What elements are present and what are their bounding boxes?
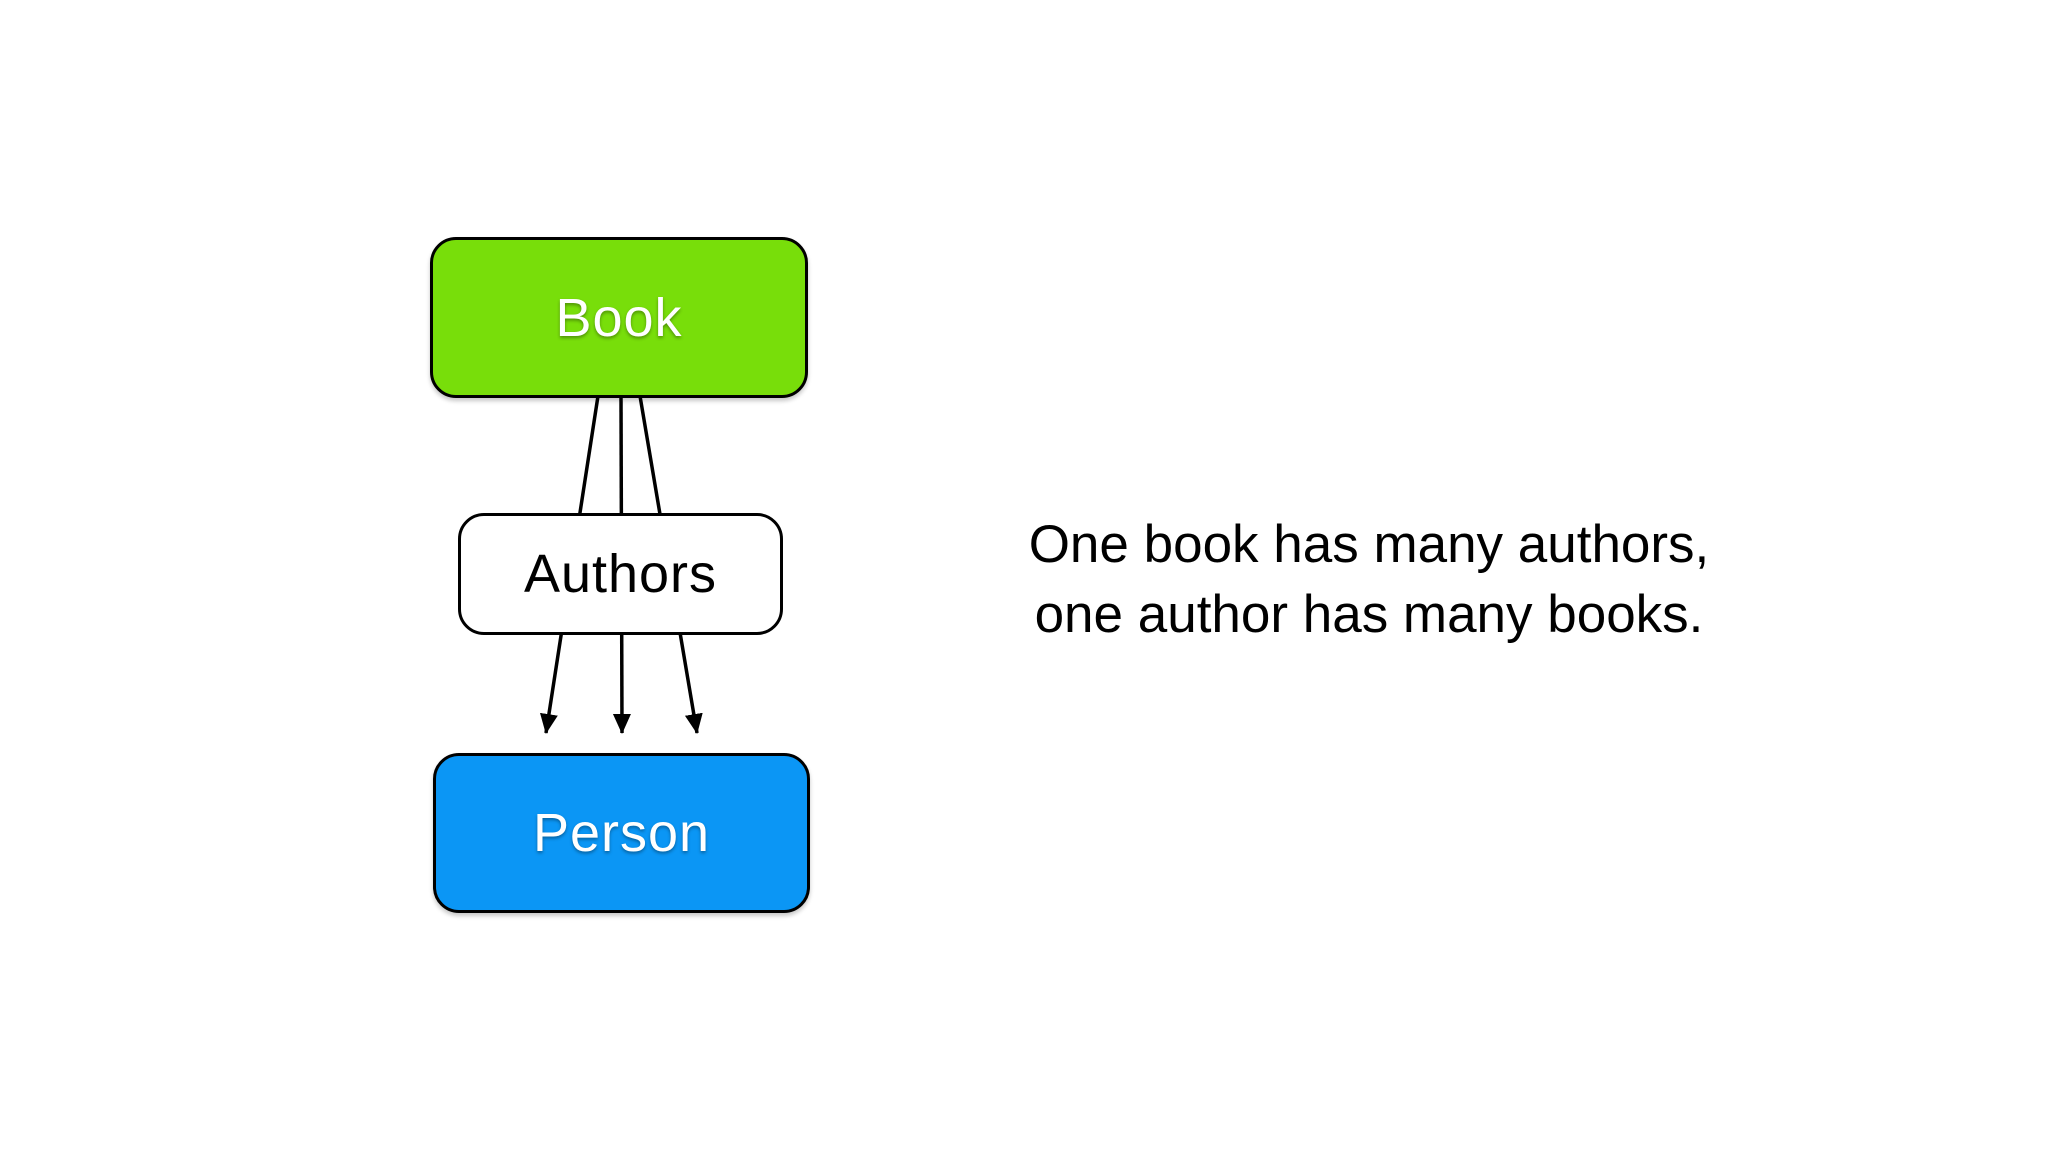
node-authors: Authors: [458, 513, 783, 635]
node-book: Book: [430, 237, 808, 398]
node-person: Person: [433, 753, 810, 913]
node-authors-label: Authors: [523, 544, 718, 604]
caption-line-1: One book has many authors,: [1028, 515, 1710, 574]
node-person-label: Person: [532, 803, 711, 863]
caption: One book has many authors, one author ha…: [1029, 510, 1710, 650]
node-book-label: Book: [555, 287, 683, 348]
caption-line-2: one author has many books.: [1034, 585, 1704, 644]
